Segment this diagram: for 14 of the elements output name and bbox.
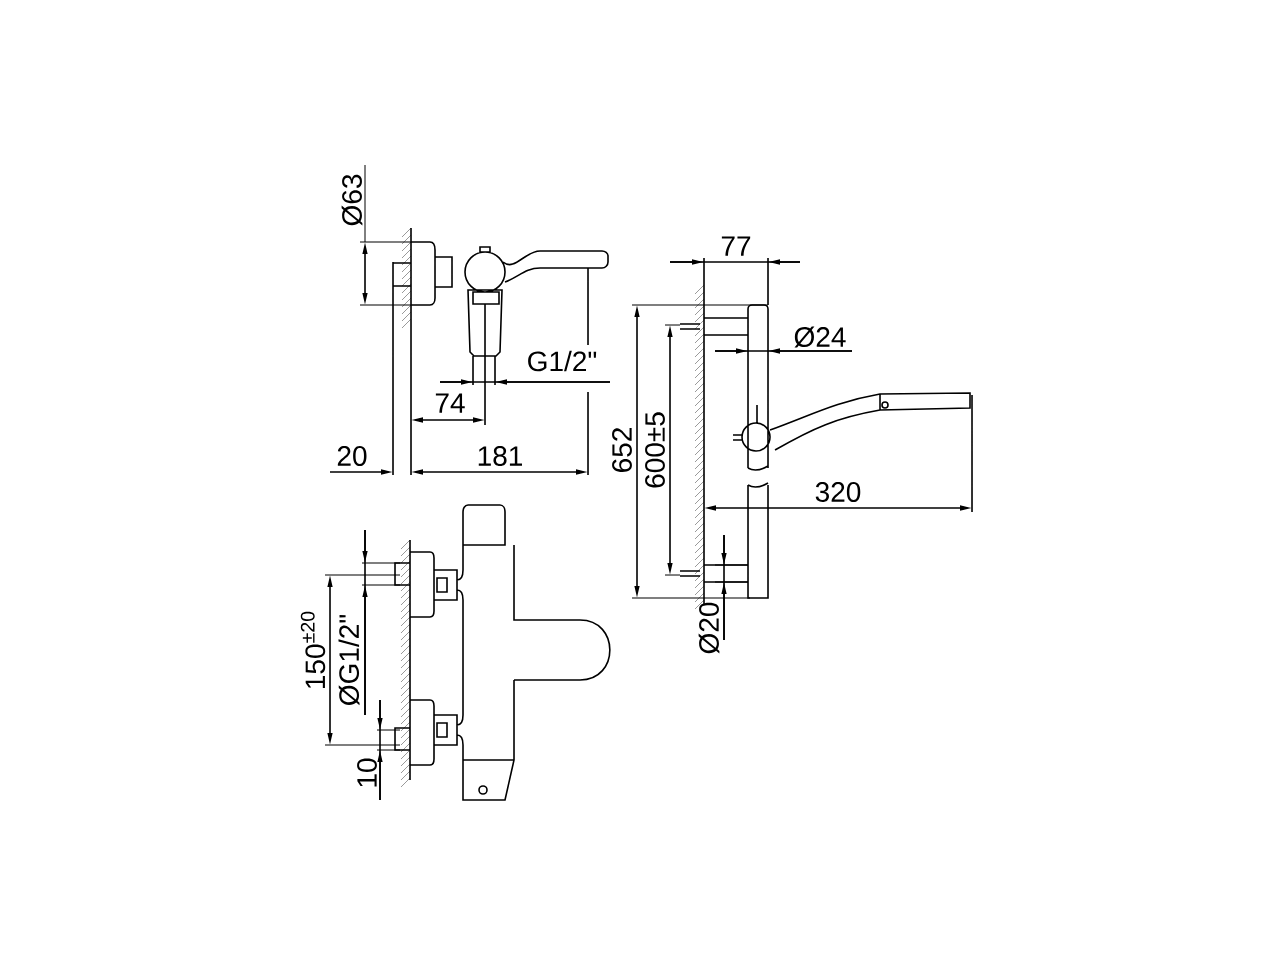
dimension-label: G1/2"	[528, 350, 597, 372]
dimension-label: 652	[612, 428, 632, 472]
dimension-label: 77	[721, 236, 751, 256]
dimension-label: 74	[435, 393, 465, 413]
dimension-label: Ø24	[794, 326, 846, 348]
dimension-label: 20	[337, 446, 367, 466]
dimension-label: ØG1/2"	[338, 615, 360, 706]
dimension-label: Ø63	[341, 174, 363, 226]
dimension-label: 150$^{±20}$	[300, 611, 326, 688]
dimension-label: 181	[478, 446, 522, 466]
dimension-label: Ø20	[698, 602, 720, 654]
dimension-label: 600±5	[645, 412, 665, 488]
dimension-label: 320	[815, 482, 861, 502]
dimension-label: 10	[357, 758, 377, 787]
